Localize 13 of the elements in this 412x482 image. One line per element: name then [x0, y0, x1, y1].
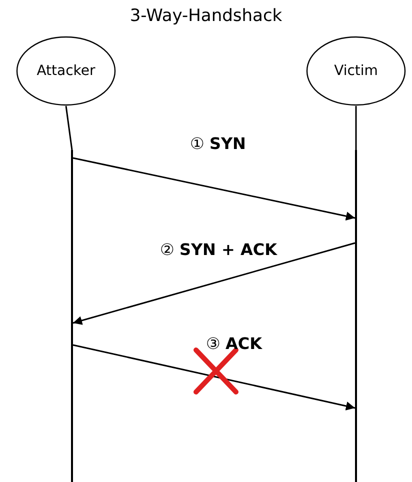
diagram-title: 3-Way-Handshack	[128, 6, 284, 26]
lifeline-connector	[65, 106, 73, 150]
message-arrow	[72, 242, 356, 325]
lifeline	[355, 150, 357, 482]
message-label: ③ ACK	[206, 334, 262, 353]
lifeline	[71, 150, 73, 482]
message-arrow	[72, 344, 356, 410]
message-arrow	[72, 157, 356, 221]
lifeline-head-ellipse: Victim	[306, 36, 406, 106]
message-label: ② SYN + ACK	[160, 240, 278, 259]
lifeline-connector	[355, 106, 357, 150]
message-label: ① SYN	[190, 134, 246, 153]
lifeline-head-ellipse: Attacker	[16, 36, 116, 106]
